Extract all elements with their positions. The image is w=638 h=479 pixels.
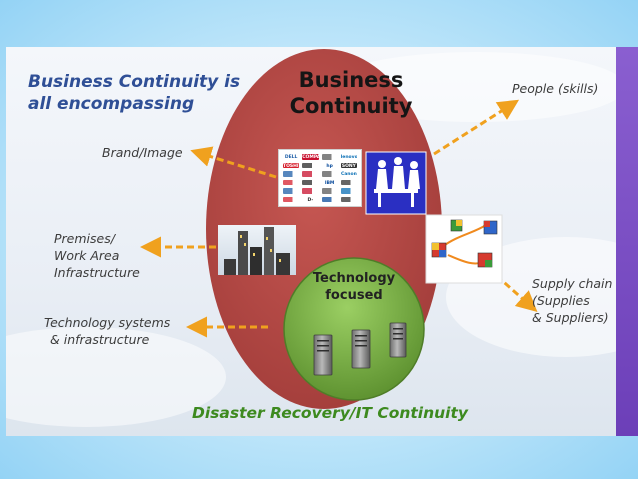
brand-logo [283, 171, 300, 177]
city-buildings-icon [218, 225, 296, 275]
brand-logo: hp [321, 162, 338, 168]
brand-logo: TOSHIBA [283, 162, 300, 168]
brand-logo [302, 162, 319, 168]
label-supply-chain-line: (Supplies [532, 293, 590, 308]
brand-logo: D-Link [302, 196, 319, 202]
supply-chain-cubes-icon [425, 214, 503, 284]
diagram-canvas [6, 49, 638, 427]
server-icon [351, 329, 371, 369]
slide-title-line: Business Continuity is [28, 72, 241, 92]
arrow-brand [190, 146, 277, 179]
brand-logo: Canon [340, 171, 357, 177]
brand-logo [302, 179, 319, 185]
label-supply-chain-line: Supply chain [532, 276, 613, 291]
brand-logo: COMPAQ [302, 154, 319, 160]
brand-logo [340, 188, 357, 194]
label-premises-line: Premises/ [54, 231, 115, 246]
slide-title-line: all encompassing [28, 94, 195, 114]
label-technology-systems-line: Technology systems [44, 315, 171, 330]
brand-logo [340, 179, 357, 185]
label-brand: Brand/Image [102, 145, 183, 160]
brand-logo [302, 188, 319, 194]
server-icon [389, 322, 407, 358]
arrow-people [433, 99, 520, 156]
brand-logo: IBM [321, 179, 338, 185]
brand-logo [321, 154, 338, 160]
brand-logo [283, 179, 300, 185]
label-technology-systems: Technology systems & infrastructure [44, 314, 170, 348]
label-people: People (skills) [512, 81, 599, 96]
brand-logo [283, 188, 300, 194]
business-continuity-title: Business Continuity [276, 67, 426, 119]
business-continuity-title-line: Business [298, 68, 404, 92]
cloud [6, 327, 226, 427]
brand-logo: SONY [340, 162, 357, 168]
brand-logo [283, 196, 300, 202]
business-continuity-title-line: Continuity [289, 94, 413, 118]
brand-logo [321, 171, 338, 177]
brand-logo [340, 196, 357, 202]
brand-logo: lenovo [340, 154, 357, 160]
technology-focused-line: Technology [312, 271, 396, 286]
label-premises-line: Work Area [54, 248, 120, 263]
label-supply-chain: Supply chain (Supplies & Suppliers) [532, 275, 612, 326]
brand-logo: DELL [283, 154, 300, 160]
label-premises: Premises/ Work Area Infrastructure [54, 230, 140, 281]
label-supply-chain-line: & Suppliers) [532, 310, 609, 325]
label-technology-systems-line: & infrastructure [50, 332, 150, 347]
slide-title: Business Continuity is all encompassing [28, 71, 240, 115]
business-people-icon [365, 151, 427, 215]
disaster-recovery-label: Disaster Recovery/IT Continuity [192, 404, 469, 422]
brand-logo [302, 171, 319, 177]
server-icon [313, 334, 333, 376]
label-premises-line: Infrastructure [54, 265, 140, 280]
technology-focused-title: Technology focused [300, 270, 408, 304]
technology-focused-line: focused [325, 288, 383, 303]
accent-bar [616, 47, 638, 436]
brand-logo [321, 188, 338, 194]
brand-logo [321, 196, 338, 202]
